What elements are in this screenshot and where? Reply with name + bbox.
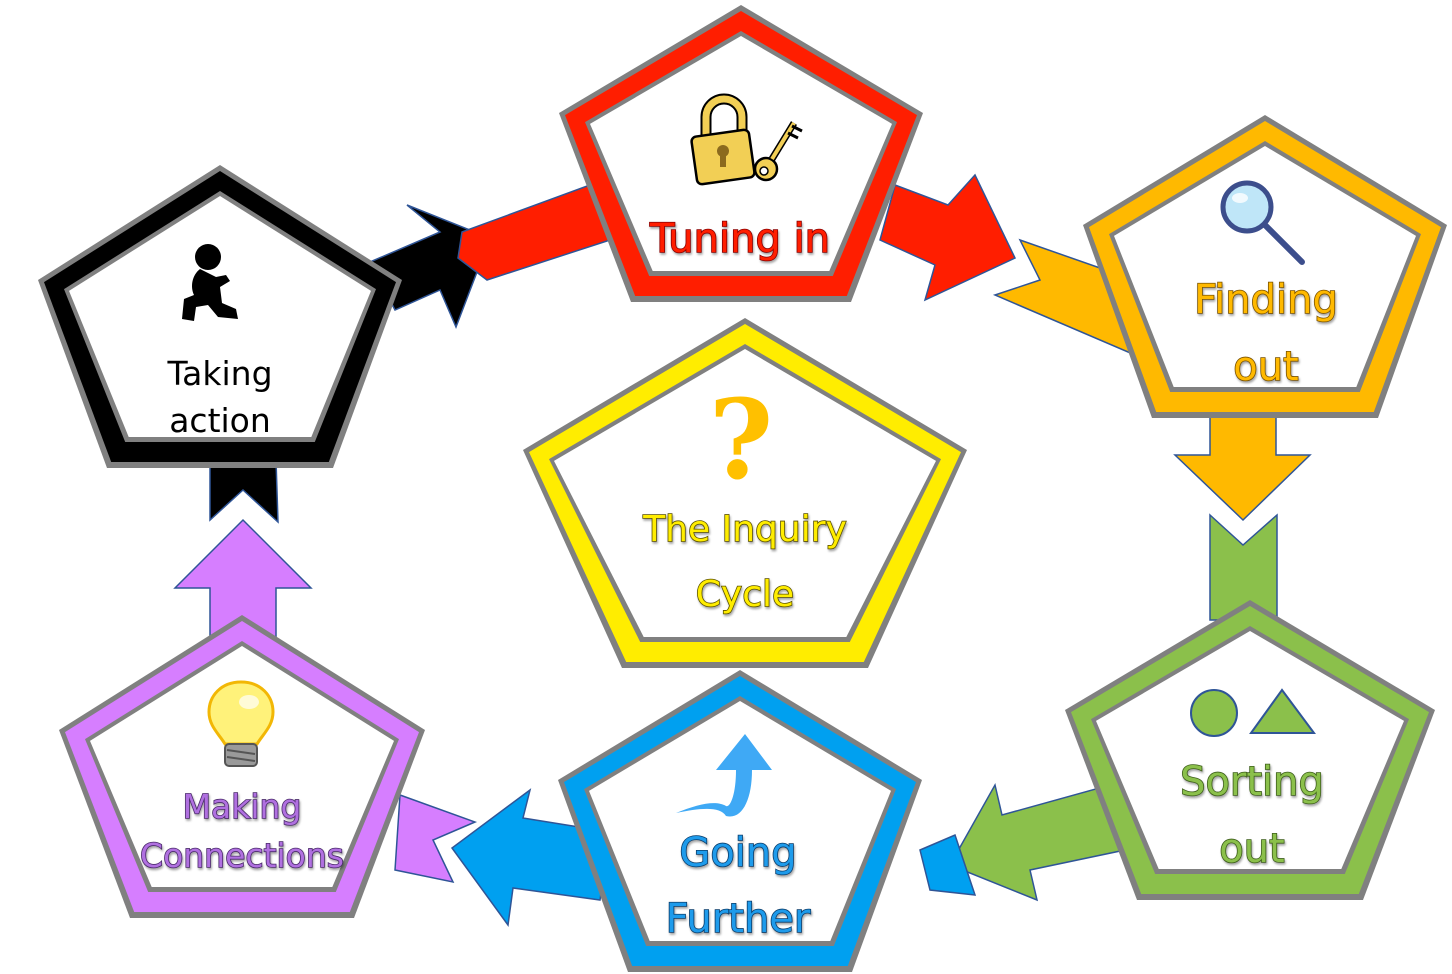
stage-label-going-further-line2: Further [666,896,811,942]
stage-pentagon-finding-out [1083,115,1447,418]
arrow-making-to-taking [173,518,313,641]
stage-label-sorting-out-line1: Sorting [1180,759,1324,805]
arrow-going-to-making [450,788,611,927]
stage-label-tuning-in: Tuning in [649,216,830,262]
stage-label-finding-out-line2: out [1233,344,1299,390]
arrow-making-entry [394,793,478,884]
stage-pentagon-going-further-inner-panel [589,701,891,941]
arrow-taking-to-tuning [368,204,491,329]
center-title-line1: The Inquiry [642,509,847,550]
stage-pentagon-finding-out-inner-panel [1114,146,1416,387]
arrow-finding-to-sorting [1173,414,1312,522]
padlock-key-icon [690,93,803,186]
stage-pentagon-sorting-out-inner-panel [1096,631,1404,869]
arrow-taking-entry [209,459,279,524]
curved-up-arrow-icon [676,734,772,817]
stage-label-going-further-line1: Going [679,830,796,876]
stage-label-making-connections-line1: Making [183,787,302,826]
stage-pentagon-sorting-out [1065,600,1435,900]
stage-label-finding-out-line1: Finding [1194,277,1338,323]
center-pentagon [523,318,967,668]
center-pentagon-inner-panel [554,349,936,637]
circle-triangle-shapes-icon [1190,688,1316,737]
arrow-sorting-to-going [948,782,1126,902]
arrow-going-entry [919,833,977,896]
arrow-tuning-to-finding [879,173,1017,302]
stage-pentagon-going-further [558,670,922,972]
magnifying-glass-icon [1220,180,1305,265]
center-title-line2: Cycle [696,574,794,615]
arrow-tuning-body [457,184,611,281]
connector-arrows [173,173,1312,927]
arrow-sorting-entry [1209,513,1278,621]
stage-label-taking-action-line2: action [169,401,271,440]
stage-label-sorting-out-line2: out [1219,826,1285,872]
stage-label-taking-action-line1: Taking [166,354,272,393]
light-bulb-icon [207,680,275,767]
stage-label-making-connections-line2: Connections [140,836,344,875]
question-mark-icon: ? [709,375,773,504]
running-child-icon [182,244,238,321]
